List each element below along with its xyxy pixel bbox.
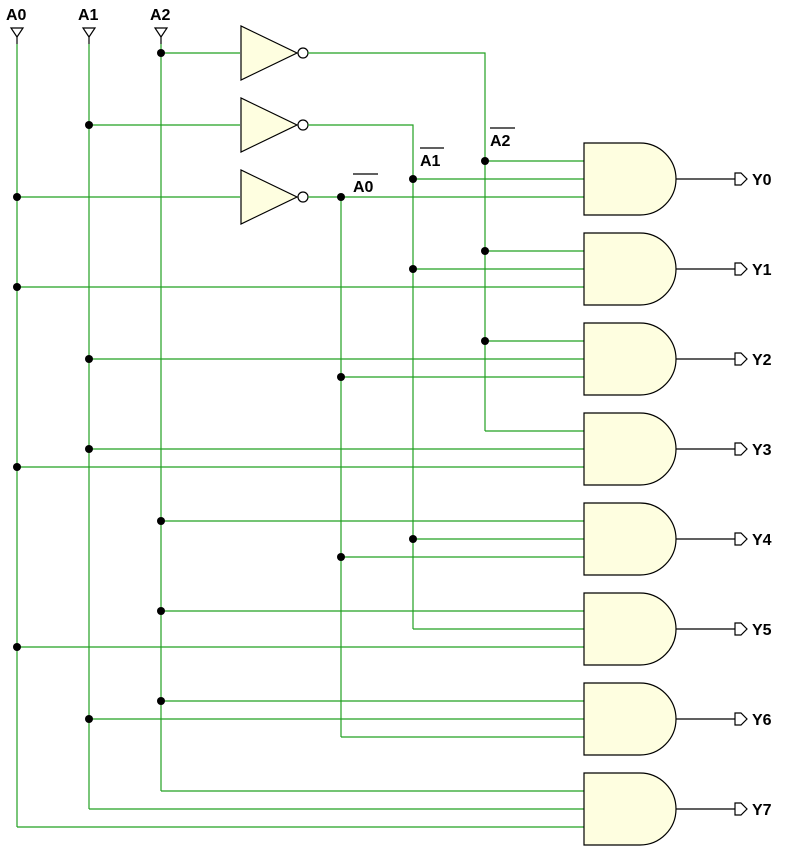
output-port-y4-icon xyxy=(734,532,748,546)
input-port-a1-icon xyxy=(81,27,97,39)
and-gate-y3 xyxy=(583,412,748,486)
output-label-y4: Y4 xyxy=(752,532,772,549)
input-port-a2-icon xyxy=(153,27,169,39)
not-a1-label: A1 xyxy=(420,147,444,170)
svg-text:A1: A1 xyxy=(420,153,441,170)
output-label-y0: Y0 xyxy=(752,172,772,189)
gate-input-wires xyxy=(17,160,585,828)
and-gate-y7 xyxy=(583,772,748,846)
output-port-y3-icon xyxy=(734,442,748,456)
output-port-y0-icon xyxy=(734,172,748,186)
and-gate-y1 xyxy=(583,232,748,306)
and-gate-y2 xyxy=(583,322,748,396)
output-port-y6-icon xyxy=(734,712,748,726)
input-label-a2: A2 xyxy=(150,7,171,24)
input-port-a0-icon xyxy=(9,27,25,39)
output-port-y1-icon xyxy=(734,262,748,276)
inverter-a0 xyxy=(240,169,309,225)
inverter-a1 xyxy=(240,97,309,153)
input-label-a0: A0 xyxy=(6,7,27,24)
bus-not-a2 xyxy=(308,52,486,431)
output-label-y1: Y1 xyxy=(752,262,772,279)
svg-text:A2: A2 xyxy=(490,133,511,150)
and-gate-y6 xyxy=(583,682,748,756)
bus-not-a1 xyxy=(308,124,414,629)
and-gate-y4 xyxy=(583,502,748,576)
junction-dots xyxy=(13,49,489,723)
output-label-y7: Y7 xyxy=(752,802,772,819)
input-label-a1: A1 xyxy=(78,7,99,24)
output-label-y3: Y3 xyxy=(752,442,772,459)
output-label-y2: Y2 xyxy=(752,352,772,369)
not-a0-label: A0 xyxy=(353,173,378,196)
not-a2-label: A2 xyxy=(490,127,515,150)
and-gate-y5 xyxy=(583,592,748,666)
and-gate-y0 xyxy=(583,142,748,216)
inverter-a2 xyxy=(240,25,309,81)
output-port-y5-icon xyxy=(734,622,748,636)
output-port-y2-icon xyxy=(734,352,748,366)
svg-text:A0: A0 xyxy=(353,179,374,196)
output-port-y7-icon xyxy=(734,802,748,816)
output-label-y5: Y5 xyxy=(752,622,772,639)
output-label-y6: Y6 xyxy=(752,712,772,729)
